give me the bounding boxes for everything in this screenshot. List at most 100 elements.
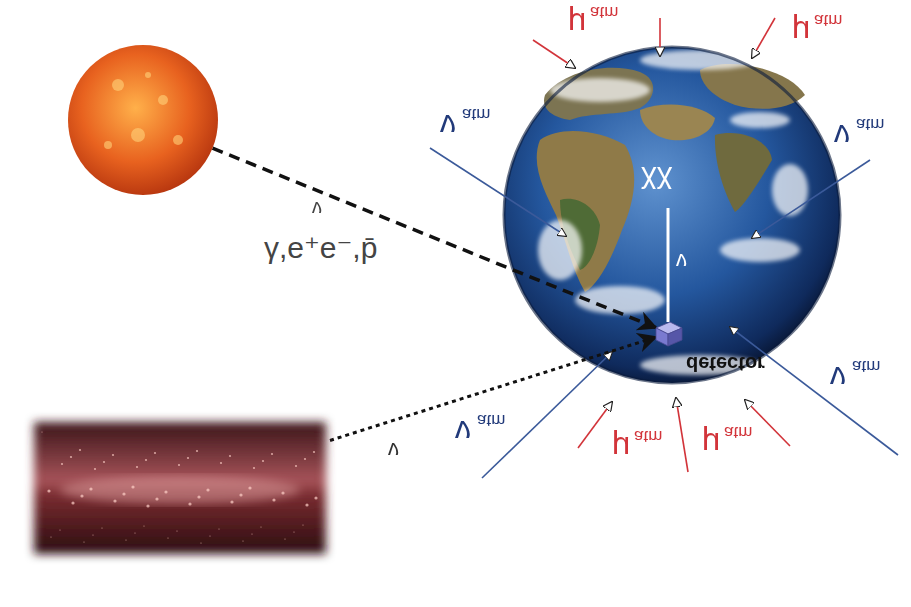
neutrino-line [430, 148, 566, 236]
galaxy-star [59, 529, 60, 530]
galaxy-star [281, 491, 284, 494]
galaxy-star [305, 503, 308, 506]
galaxy-star [83, 541, 84, 542]
galaxy-star [92, 534, 93, 535]
galaxy-star [197, 495, 200, 498]
galaxy-star [209, 535, 210, 536]
galaxy-star [41, 431, 42, 432]
muon-arrow [752, 18, 775, 58]
galaxy-star [302, 524, 303, 525]
galaxy-star [154, 452, 156, 454]
galaxy-star [196, 450, 198, 452]
earth-globe [504, 47, 840, 383]
earth-land [640, 104, 715, 140]
sun-disc [68, 45, 218, 195]
superscript: atm [634, 428, 662, 445]
galaxy-source-shape [30, 418, 330, 558]
earth-land [537, 131, 634, 292]
sun-flare [158, 95, 168, 105]
galaxy-star [94, 468, 96, 470]
particle-symbol: ν [676, 250, 687, 272]
galaxy-star [295, 465, 297, 467]
galaxy-star [242, 540, 243, 541]
galaxy-star [272, 498, 275, 501]
galaxy-star [71, 501, 74, 504]
superscript: atm [814, 12, 842, 29]
galaxy-star [253, 467, 255, 469]
muon-arrow [533, 40, 575, 68]
galaxy-image [34, 422, 326, 554]
superscript: atm [462, 106, 490, 123]
galaxy-star [262, 460, 264, 462]
galaxy-star [293, 531, 294, 532]
galaxy-star [176, 530, 177, 531]
neutrino-arrow [330, 337, 656, 440]
superscript: atm [856, 116, 884, 133]
muon-symbol: μ [612, 432, 630, 464]
galaxy-star [271, 453, 273, 455]
neutrino-symbol: ν [455, 416, 471, 448]
galaxy-star [220, 462, 222, 464]
galaxy-star [178, 464, 180, 466]
galaxy-star [103, 461, 105, 463]
muon-symbol: μ [568, 8, 586, 40]
superscript: atm [724, 424, 752, 441]
galaxy-star [50, 536, 51, 537]
neutrino-symbol: ν [440, 110, 456, 142]
earth-rim [504, 47, 840, 383]
galaxy-star [112, 454, 114, 456]
neutrino-line [730, 327, 898, 455]
galaxy-star [134, 532, 135, 533]
galaxy-star [206, 488, 209, 491]
galaxy-star [80, 494, 83, 497]
galaxy-star [314, 496, 317, 499]
sun-source [68, 45, 218, 195]
atmospheric-neutrino-lines [430, 148, 898, 478]
galaxy-band [60, 476, 300, 504]
vertical-path-line [667, 208, 670, 322]
muon-symbol: μ [792, 16, 810, 48]
neutrino-line [752, 160, 870, 238]
sun-flare [131, 128, 145, 142]
galaxy-star [145, 459, 147, 461]
earth-clouds [538, 50, 808, 375]
muon-arrow [659, 18, 661, 56]
superscript: atm [477, 412, 505, 429]
neutrino-symbol: ν [830, 362, 846, 394]
galaxy-star [313, 451, 315, 453]
galaxy-star [167, 537, 168, 538]
sun-flare [104, 141, 112, 149]
atmospheric-muon-arrows [533, 18, 790, 472]
galaxy-star [251, 533, 252, 534]
galaxy-star [218, 528, 219, 529]
superscript: atm [590, 4, 618, 21]
galaxy-star [79, 449, 81, 451]
edge-label: ν [386, 438, 401, 462]
neutrino-symbol: ν [834, 120, 850, 152]
muon-arrow [676, 398, 688, 472]
galaxy-star [101, 527, 102, 528]
earth-land [715, 133, 772, 212]
detector-box-shape [656, 320, 682, 346]
galaxy-star [260, 526, 261, 527]
galaxy-star [136, 466, 138, 468]
sun-source-shape [68, 45, 218, 195]
sun-flare [112, 79, 124, 91]
superscript: atm [852, 358, 880, 375]
galaxy-star [200, 542, 201, 543]
galaxy-star [143, 525, 144, 526]
earth-ocean [504, 47, 840, 383]
galaxy-star [229, 455, 231, 457]
earth-land [544, 68, 653, 120]
muon-arrow [578, 402, 612, 448]
galaxy-star [113, 499, 116, 502]
galaxy-star [70, 456, 72, 458]
detector-box: detector [656, 320, 682, 346]
detector-side [656, 328, 668, 346]
earth-land [700, 64, 805, 109]
sun-flare [173, 135, 183, 145]
galaxy-star [122, 492, 125, 495]
node-label: detector [686, 354, 765, 374]
